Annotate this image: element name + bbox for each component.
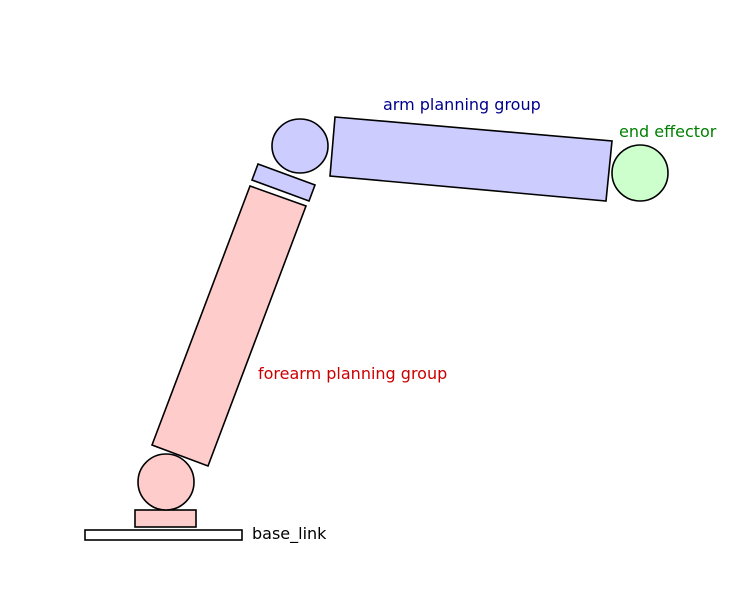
forearm-link <box>150 184 308 468</box>
arm-link <box>329 116 613 202</box>
arm-planning-group-label: arm planning group <box>383 95 541 114</box>
elbow-connector <box>250 162 317 203</box>
end-effector <box>611 144 669 202</box>
elbow-joint <box>271 118 329 174</box>
end-effector-label: end effector <box>619 122 717 141</box>
base-joint-block <box>134 509 197 528</box>
base-plate <box>84 529 243 541</box>
shoulder-joint <box>137 453 195 511</box>
base-link-label: base_link <box>252 524 327 544</box>
forearm-planning-group-label: forearm planning group <box>258 364 447 383</box>
